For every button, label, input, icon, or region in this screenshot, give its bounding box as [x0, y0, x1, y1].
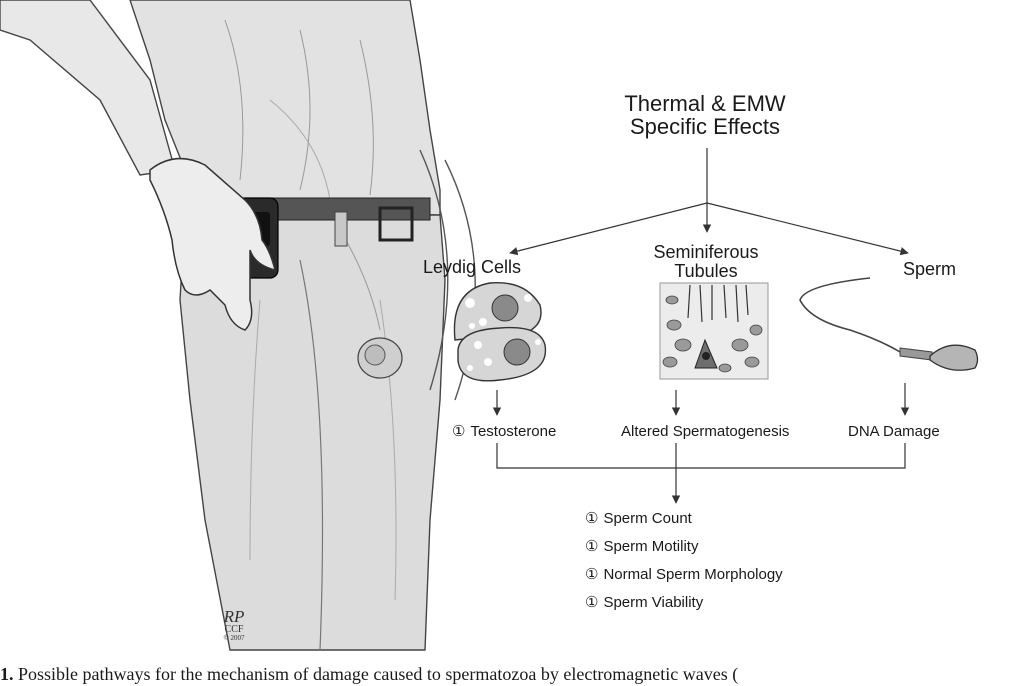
outcome-label: Sperm Motility — [603, 538, 699, 555]
hand — [149, 157, 277, 331]
outcome-label: Sperm Viability — [603, 594, 704, 611]
node-sperm: Sperm — [903, 259, 957, 279]
flow-arrows — [492, 148, 910, 504]
node-seminiferous-line1: Seminiferous — [653, 242, 759, 262]
decrease-icon: ① — [585, 566, 599, 583]
node-leydig-cells: Leydig Cells — [423, 257, 522, 277]
upper-arm — [0, 0, 176, 176]
figure-caption: 1. Possible pathways for the mechanism o… — [0, 664, 1012, 686]
artist-signature: RP CCF © 2007 — [214, 608, 254, 642]
caption-label: 1. — [0, 664, 14, 684]
node-seminiferous-tubules: Seminiferous Tubules — [636, 243, 776, 281]
signature-year: © 2007 — [223, 634, 245, 642]
decrease-icon: ① — [585, 538, 599, 555]
seminiferous-tubules-illustration — [659, 282, 769, 380]
outcome-label: Normal Sperm Morphology — [603, 566, 783, 583]
effect-altered-spermatogenesis: Altered Spermatogenesis — [621, 423, 790, 440]
man-figure — [0, 0, 476, 651]
diagram-title-line1: Thermal & EMW — [624, 91, 786, 116]
sperm-illustration — [799, 277, 979, 371]
effect-dna-damage: DNA Damage — [848, 423, 940, 440]
decrease-icon: ① — [452, 423, 466, 440]
signature-org: CCF — [224, 624, 244, 635]
decrease-icon: ① — [585, 510, 599, 527]
belt-buckle — [378, 206, 414, 242]
diagram-title-line2: Specific Effects — [630, 114, 780, 140]
effect-testosterone-label: Testosterone — [470, 423, 557, 440]
decrease-icon: ① — [585, 594, 599, 611]
signature-initials: RP — [223, 607, 245, 626]
leydig-cells-illustration — [453, 281, 547, 382]
node-seminiferous-line2: Tubules — [674, 260, 738, 281]
outcome-label: Sperm Count — [603, 510, 692, 527]
caption-text: Possible pathways for the mechanism of d… — [13, 664, 739, 684]
diagram-title: Thermal & EMW Specific Effects — [555, 92, 855, 138]
